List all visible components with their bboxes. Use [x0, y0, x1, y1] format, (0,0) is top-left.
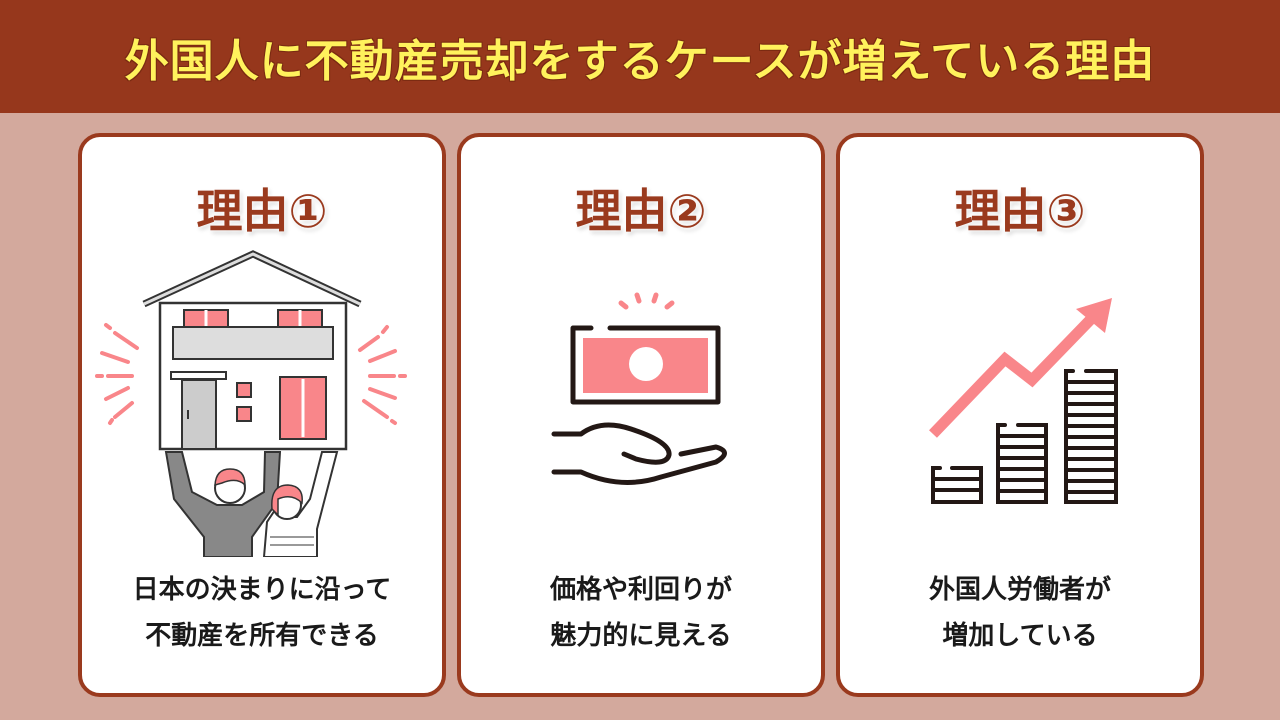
reason-card-2: 理由② 価格や利回りが 魅力的に見える — [457, 133, 825, 697]
reason-description: 価格や利回りが 魅力的に見える — [461, 567, 821, 659]
hand-receiving-money-icon — [461, 247, 821, 557]
description-line-1: 日本の決まりに沿って — [132, 575, 392, 605]
reason-card-1: 理由① — [78, 133, 446, 697]
header-banner: 外国人に不動産売却をするケースが増えている理由 — [0, 0, 1280, 113]
description-line-2: 不動産を所有できる — [145, 621, 379, 651]
description-line-1: 価格や利回りが — [549, 575, 732, 605]
rising-coin-stacks-chart-icon — [840, 247, 1200, 557]
reason-description: 外国人労働者が 増加している — [840, 567, 1200, 659]
reason-title: 理由③ — [954, 184, 1086, 238]
reason-title: 理由① — [196, 184, 328, 238]
reason-description: 日本の決まりに沿って 不動産を所有できる — [82, 567, 442, 659]
page-title: 外国人に不動産売却をするケースが増えている理由 — [124, 35, 1156, 87]
description-line-1: 外国人労働者が — [928, 575, 1111, 605]
description-line-2: 増加している — [942, 621, 1098, 651]
reason-title: 理由② — [575, 184, 707, 238]
reason-card-3: 理由③ — [836, 133, 1204, 697]
couple-lifting-house-icon — [82, 247, 442, 558]
description-line-2: 魅力的に見える — [550, 621, 732, 651]
